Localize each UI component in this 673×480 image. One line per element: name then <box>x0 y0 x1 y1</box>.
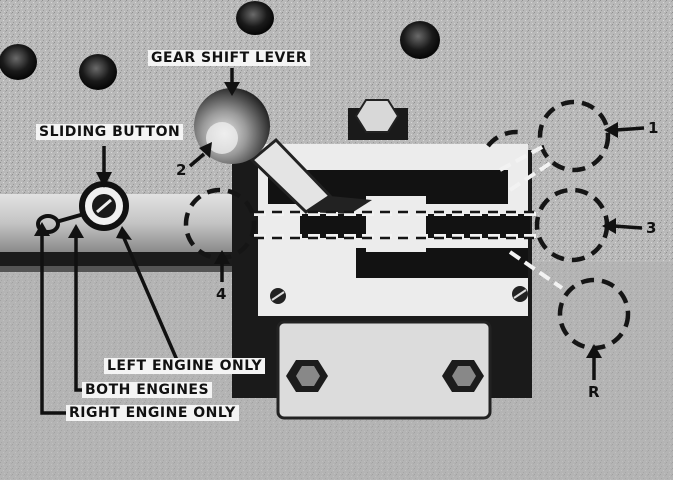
rivets <box>0 1 440 90</box>
right-engine-only-label: RIGHT ENGINE ONLY <box>66 405 239 421</box>
lever-shaft <box>249 137 372 214</box>
position-3-label: 3 <box>646 219 657 237</box>
position-r-label: R <box>588 383 600 401</box>
gear-shift-lever-label: GEAR SHIFT LEVER <box>148 50 311 66</box>
position-1-label: 1 <box>648 119 659 137</box>
mounting-bracket <box>276 320 492 420</box>
position-4-label: 4 <box>216 285 227 303</box>
left-engine-only-label: LEFT ENGINE ONLY <box>104 358 266 374</box>
arrow-heads <box>34 82 618 358</box>
gear-knob <box>194 88 270 164</box>
dashed-gate-lines <box>254 144 564 290</box>
position-2-label: 2 <box>176 161 187 179</box>
sliding-button-label: SLIDING BUTTON <box>36 124 184 140</box>
both-engines-label: BOTH ENGINES <box>82 382 213 398</box>
